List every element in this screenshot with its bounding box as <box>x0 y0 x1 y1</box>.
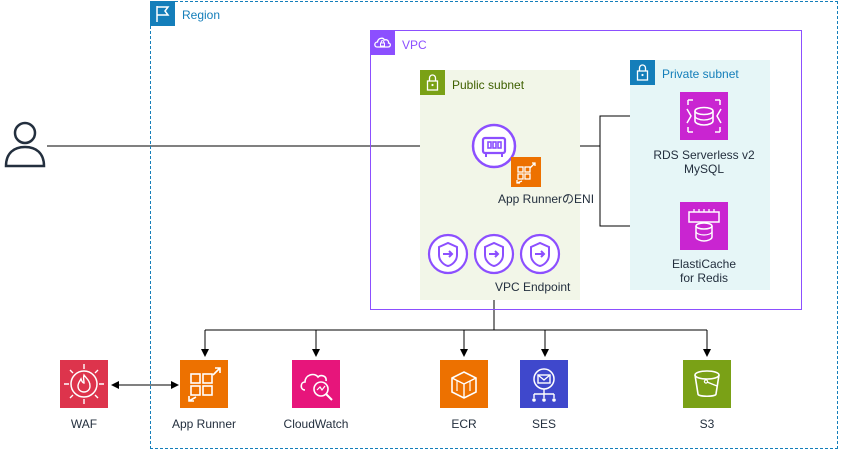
s3-label: S3 <box>699 417 715 431</box>
app-runner-icon <box>180 360 228 408</box>
public-subnet-label: Public subnet <box>452 78 525 92</box>
private-subnet-lock-icon <box>630 60 655 85</box>
ses-label: SES <box>531 417 556 431</box>
rds-database-icon <box>680 92 728 140</box>
private-subnet-label: Private subnet <box>662 67 739 81</box>
vpc-endpoint-icon <box>472 232 516 276</box>
vpc-endpoint-label: VPC Endpoint <box>495 280 571 294</box>
user-icon <box>3 120 47 168</box>
vpc-label: VPC <box>402 38 427 52</box>
s3-bucket-icon <box>683 360 731 408</box>
region-label: Region <box>182 8 221 22</box>
elasticache-icon <box>680 202 728 250</box>
elasticache-label-line2: for Redis <box>679 271 729 285</box>
rds-label-line2: MySQL <box>683 162 724 176</box>
vpc-cloud-icon <box>370 30 395 55</box>
vpc-endpoint-icon <box>426 232 470 276</box>
rds-label-line1: RDS Serverless v2 <box>653 148 755 162</box>
app-runner-label: App Runner <box>171 417 237 431</box>
ecr-label: ECR <box>451 417 477 431</box>
region-group <box>150 1 838 449</box>
vpc-group <box>370 30 802 310</box>
ecr-icon <box>440 360 488 408</box>
eni-interface-icon <box>470 122 518 170</box>
eni-app-runner-badge-icon <box>511 157 541 187</box>
cloudwatch-icon <box>292 360 340 408</box>
waf-firewall-icon <box>60 360 108 408</box>
cloudwatch-label: CloudWatch <box>283 417 349 431</box>
region-flag-icon <box>150 1 175 26</box>
ses-email-icon <box>520 360 568 408</box>
elasticache-label-line1: ElastiCache <box>671 257 737 271</box>
vpc-endpoint-icon <box>518 232 562 276</box>
eni-label: App RunnerのENI <box>498 192 595 206</box>
public-subnet-lock-icon <box>420 70 445 95</box>
waf-label: WAF <box>70 417 98 431</box>
